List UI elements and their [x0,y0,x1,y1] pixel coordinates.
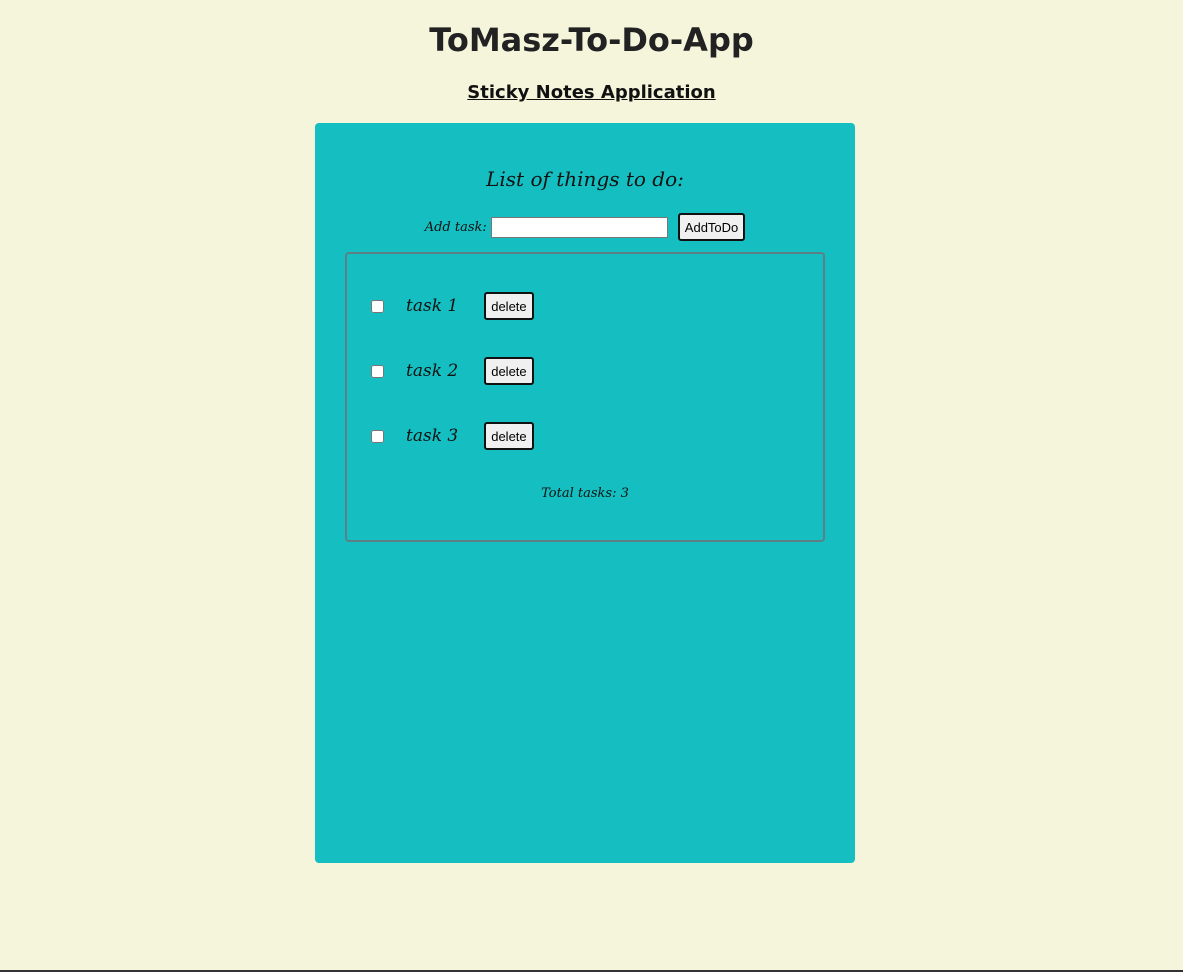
task-label: task 1 [406,296,459,316]
delete-task-button[interactable]: delete [484,292,534,320]
task-label: task 3 [406,426,459,446]
sticky-note: List of things to do: Add task: AddToDo … [315,123,855,863]
add-todo-button[interactable]: AddToDo [677,213,746,241]
add-task-row: Add task: AddToDo [315,213,855,241]
task-list: task 1 delete task 2 delete task 3 delet… [345,252,825,542]
task-item: task 2 delete [371,357,534,385]
total-tasks: Total tasks: 3 [541,486,629,501]
app-title: ToMasz-To-Do-App [429,21,754,59]
task-item: task 3 delete [371,422,534,450]
task-item: task 1 delete [371,292,534,320]
page-subtitle: Sticky Notes Application [0,81,1183,105]
note-heading: List of things to do: [486,167,684,191]
task-label: task 2 [406,361,459,381]
add-task-input[interactable] [490,216,668,238]
delete-task-button[interactable]: delete [484,357,534,385]
task-checkbox[interactable] [371,429,384,443]
task-checkbox[interactable] [371,364,384,378]
delete-task-button[interactable]: delete [484,422,534,450]
add-task-label: Add task: [424,219,487,235]
task-checkbox[interactable] [371,299,384,313]
bottom-divider [0,970,1183,972]
subtitle-text: Sticky Notes Application [467,82,716,103]
